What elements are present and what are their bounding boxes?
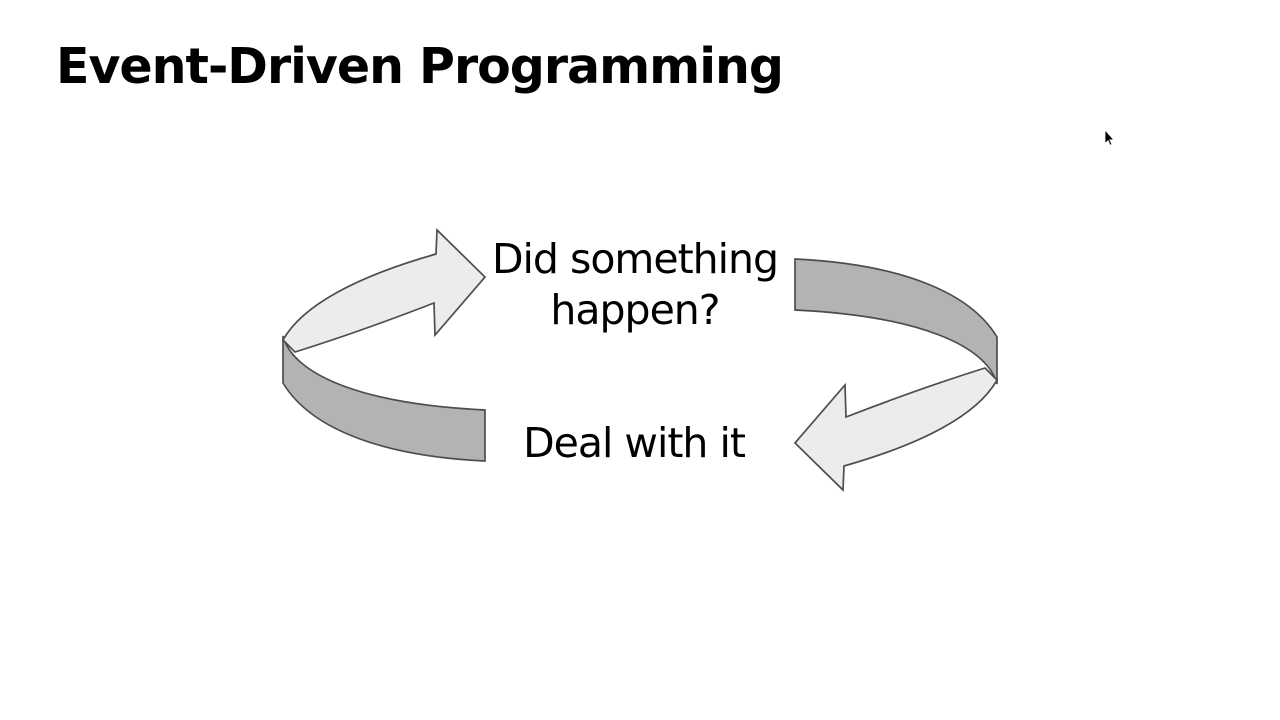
arrow-dark-band: [794, 258, 998, 385]
cycle-question-line-2: happen?: [550, 286, 720, 334]
mouse-cursor-arrow: [1104, 129, 1115, 146]
arrow-light-ribbon: [793, 367, 999, 492]
cycle-question-label: Did something happen?: [400, 234, 870, 336]
arrow-light-ribbon: [281, 228, 487, 353]
curved-arrow-bottom-right: [793, 258, 999, 492]
cycle-action-label: Deal with it: [523, 419, 746, 467]
cycle-question-line-1: Did something: [491, 235, 779, 283]
arrow-dark-band: [282, 335, 486, 462]
curved-arrow-top-left: [281, 228, 487, 462]
slide-title: Event-Driven Programming: [56, 38, 784, 95]
mouse-cursor-icon: [1104, 129, 1115, 146]
